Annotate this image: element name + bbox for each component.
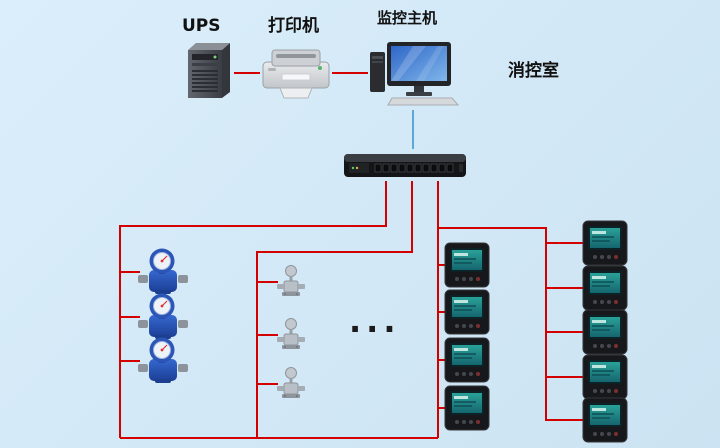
power-meter-b2 [582,265,628,311]
ups-device [188,43,230,98]
wires [119,72,584,439]
valve-device-3 [276,367,306,399]
more-devices-ellipsis: ... [349,302,401,340]
ups-label: UPS [182,16,221,36]
monitoring-host-device [369,41,459,106]
power-meter-a3 [444,337,490,383]
power-meter-b4 [582,354,628,400]
power-meter-b1 [582,220,628,266]
printer-device [262,49,330,99]
valve-device-2 [276,318,306,350]
water-meter-1 [138,248,188,295]
water-meter-2 [138,293,188,340]
water-meter-3 [138,337,188,384]
data-collector-switch [343,153,467,178]
printer-label: 打印机 [268,16,319,36]
power-meter-a1 [444,242,490,288]
wire-bus-water-meters [119,181,387,438]
wire-bus-meters-b [438,227,547,421]
valve-device-1 [276,265,306,297]
monitoring-host-label: 监控主机 [377,9,438,27]
power-meter-a2 [444,289,490,335]
control-room-label: 消控室 [508,61,559,81]
power-meter-b3 [582,309,628,355]
wire-bus-valves [256,181,413,438]
power-meter-a4 [444,385,490,431]
power-meter-b5 [582,397,628,443]
